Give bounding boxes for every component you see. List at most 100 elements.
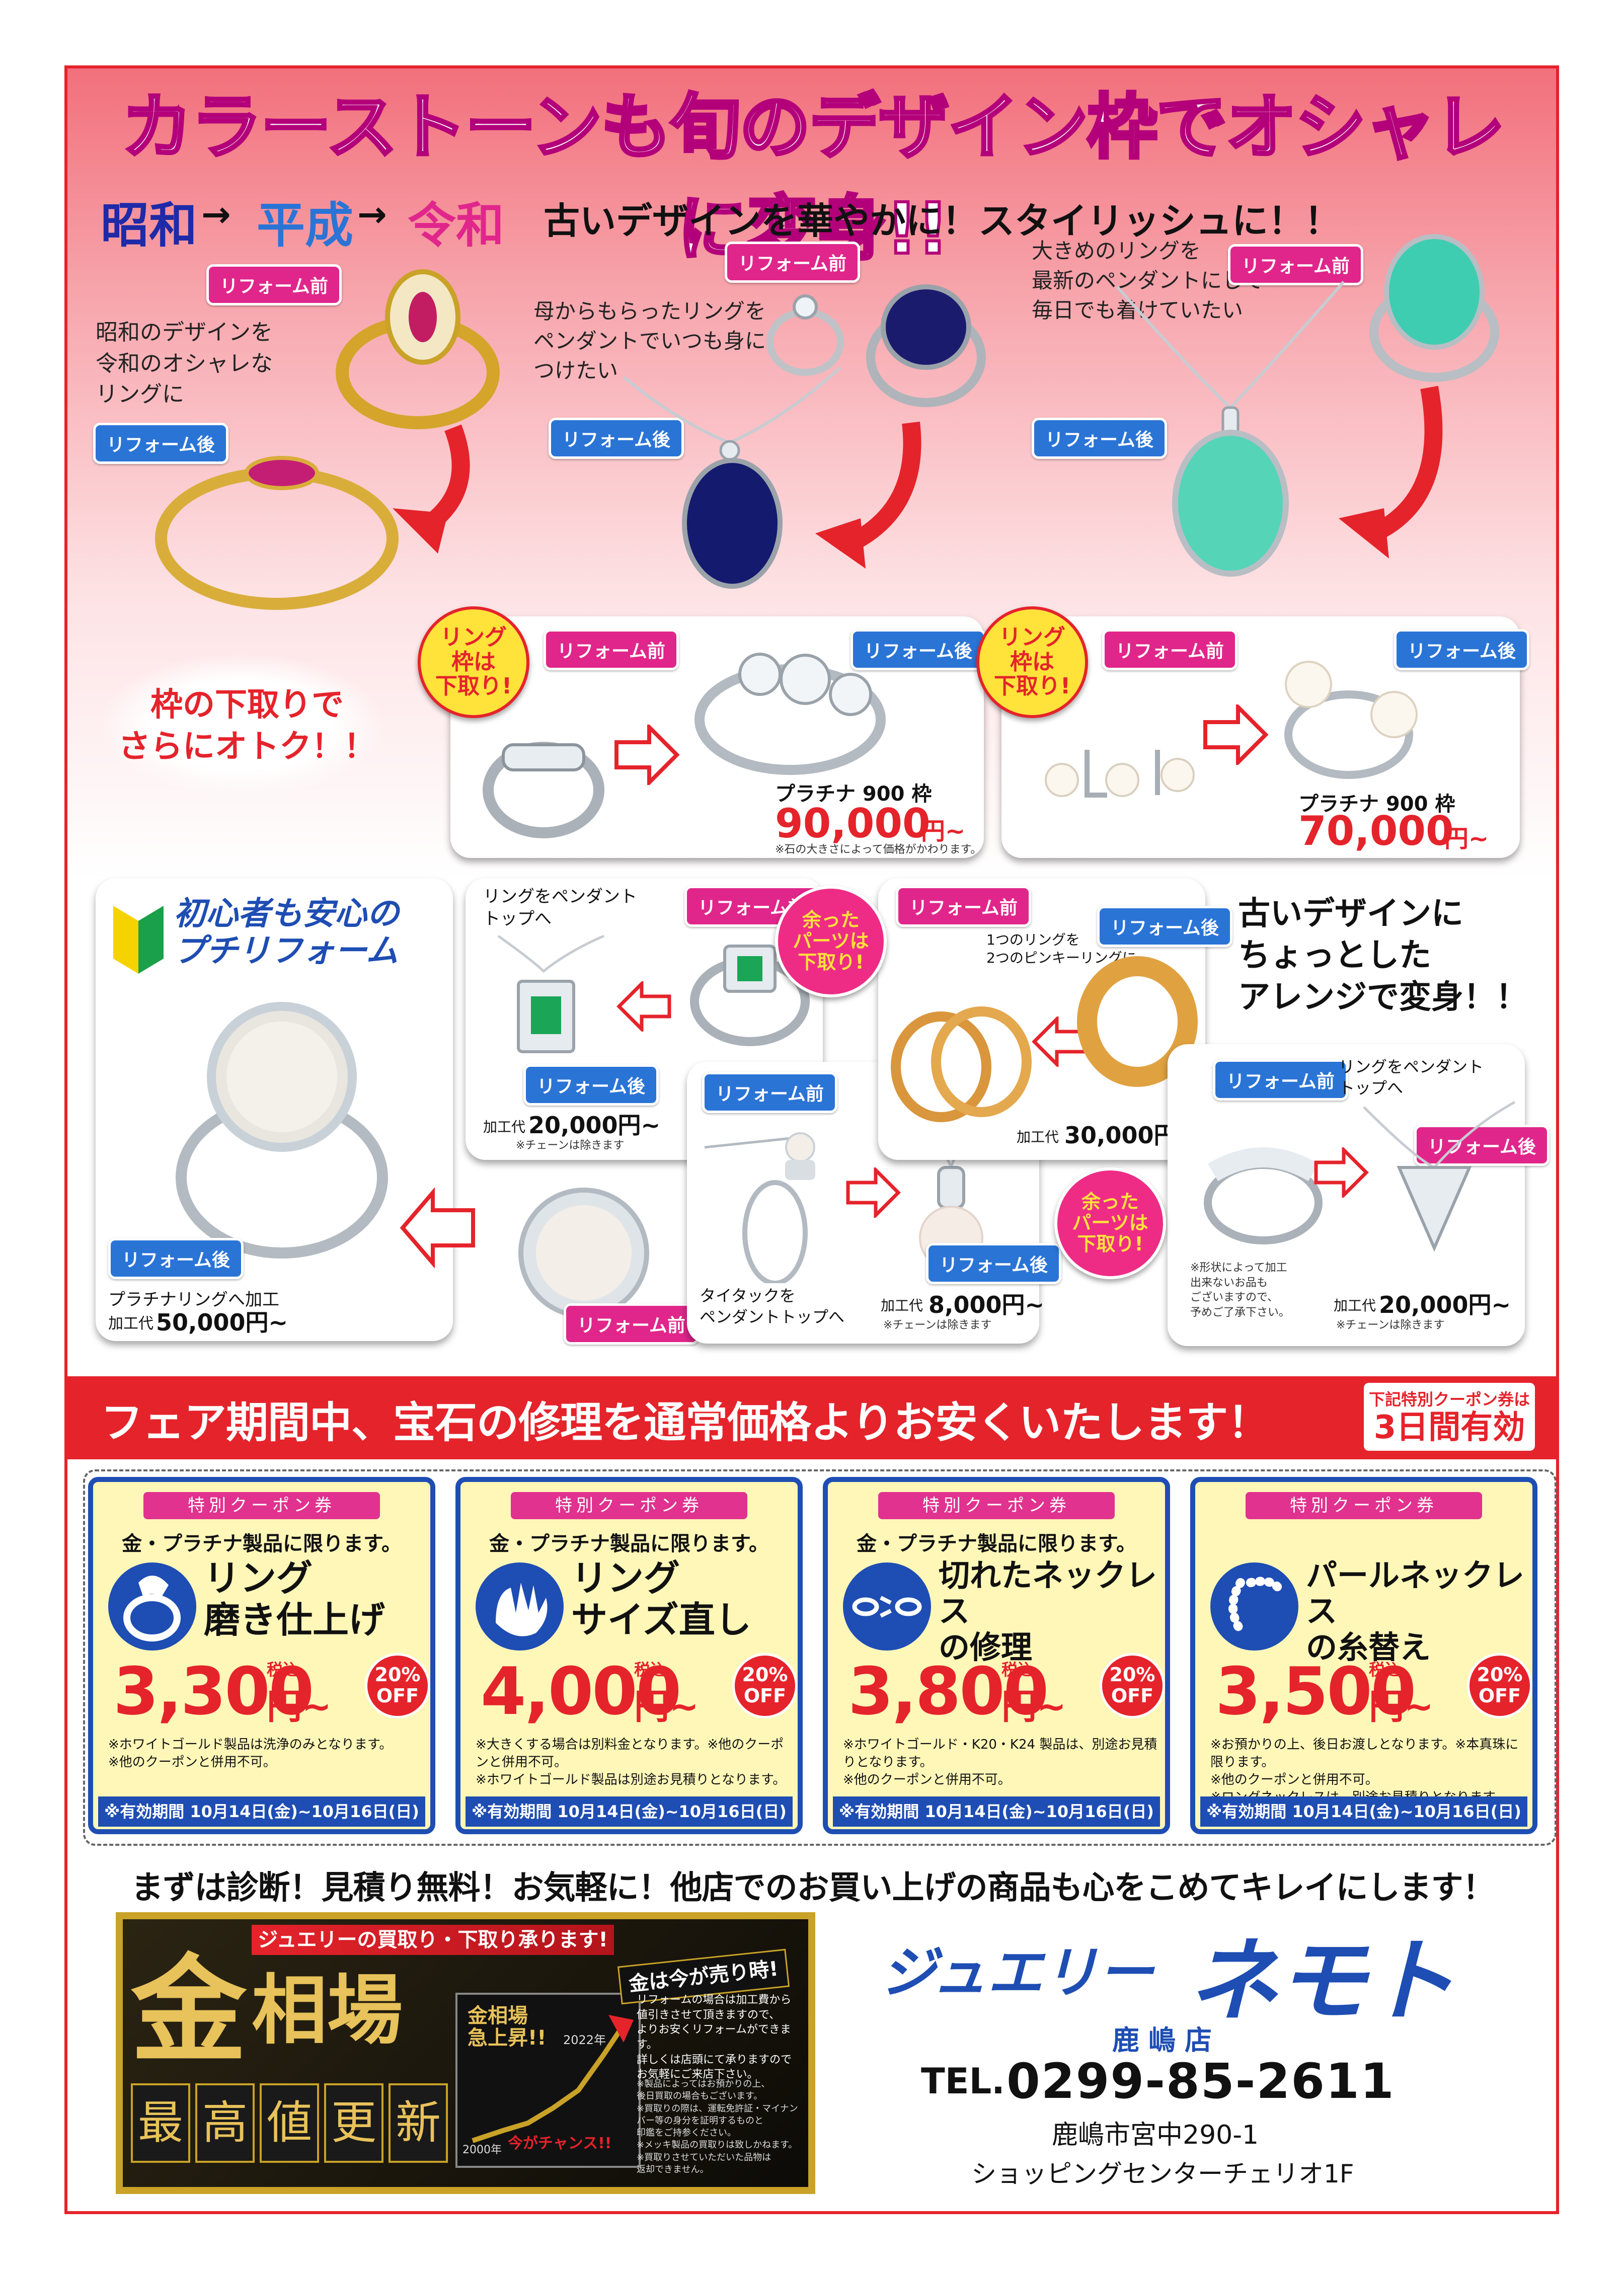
coupon-limit: 金・プラチナ製品に限ります。 — [122, 1532, 402, 1555]
emerald-ring-before-image — [690, 945, 810, 1046]
card1-ring-after-image — [694, 653, 886, 775]
coupon-unit: 円~ — [1001, 1686, 1066, 1727]
coupon-price: 3,300 — [113, 1653, 314, 1730]
pinky-rings-after-image — [891, 1006, 1032, 1122]
promo-glow — [101, 654, 382, 795]
era-heisei: 平成 — [257, 197, 353, 254]
era-arrow-2: → — [357, 194, 387, 235]
record-high-row: 最 高 値 更 新 — [131, 2083, 448, 2163]
coupon-ring-polish[interactable]: 特別クーポン券 金・プラチナ製品に限ります。 リング 磨き仕上げ 3,300 税… — [88, 1477, 435, 1834]
coupon-tax: 税込 — [1001, 1660, 1034, 1679]
card1-label: プラチナ 900 枠 — [775, 782, 932, 806]
caption-2: 母からもらったリングを ペンダントでいつも身に つけたい — [533, 299, 766, 383]
coupon-unit: 円~ — [267, 1686, 332, 1727]
coupon-pearl-restring[interactable]: 特別クーポン券 パールネックレス の糸替え 3,500 税込 円~ 20% OF… — [1190, 1477, 1537, 1834]
coupon-title: 特別クーポン券 — [1246, 1492, 1482, 1519]
tietack-note: ※チェーンは除きます — [883, 1319, 992, 1332]
tietack-tag-after: リフォーム後 — [926, 1243, 1061, 1284]
coupon-tax: 税込 — [634, 1660, 667, 1679]
pendant1-price: 20,000円~ — [528, 1112, 661, 1139]
tietack-title: タイタックを ペンダントトップへ — [700, 1286, 845, 1326]
card2-earrings-before-image — [1045, 750, 1195, 798]
record-char: 新 — [389, 2083, 448, 2163]
coupon-note: ※ホワイトゴールド製品は洗浄のみとなります。 ※他のクーポンと併用不可。 — [108, 1737, 393, 1770]
coupon-title: 特別クーポン券 — [878, 1492, 1115, 1519]
record-char: 更 — [324, 2083, 383, 2163]
caption-1: 昭和のデザインを 令和のオシャレな リングに — [96, 320, 273, 408]
coupon-off-badge: 20% OFF — [1100, 1653, 1165, 1718]
pinky-tag-after: リフォーム後 — [1097, 906, 1232, 947]
shop-tel-prefix: TEL. — [921, 2061, 1005, 2102]
coupon-tax: 税込 — [1369, 1660, 1402, 1679]
sapphire-ring-before-image — [866, 284, 986, 407]
shop-logo-prefix: ジュエリー — [881, 1940, 1154, 2005]
gold-desc: リフォームの場合は加工費から 値引きさせて頂きますので、 よりお安くリフォームが… — [637, 1994, 792, 2081]
gold-souba: 相場 — [252, 1966, 403, 2055]
pearl-earring-before-image — [518, 1188, 649, 1318]
shop-tel[interactable]: 0299-85-2611 — [1007, 2053, 1395, 2109]
tag-after-2: リフォーム後 — [549, 418, 684, 459]
sapphire-pendant-image — [623, 366, 842, 589]
gold-chart-year-end: 2022年 — [563, 2033, 606, 2047]
shop-address: 鹿嶋市宮中290-1 — [1052, 2120, 1259, 2150]
pendant2-shape-note: ※形状によって加工 出来ないお品も ございますので、 予めご了承下さい。 — [1190, 1262, 1290, 1319]
petit-arrow-icon — [400, 1188, 475, 1268]
pendant2-title: リングをペンダント トップへ — [1339, 1057, 1484, 1098]
pendant2-cost-label: 加工代 — [1334, 1297, 1376, 1314]
pinky-arrow-icon — [1032, 1016, 1087, 1067]
coupon-note: ※大きくする場合は別料金となります。※他のクーポンと併用不可。 ※ホワイトゴール… — [476, 1737, 786, 1788]
record-char: 値 — [260, 2083, 319, 2163]
ruby-ring-after-image — [155, 456, 399, 610]
record-char: 高 — [195, 2083, 255, 2163]
red-arrow-1 — [393, 424, 470, 554]
shop-building: ショッピングセンターチェリオ1F — [971, 2159, 1354, 2188]
coupon-off-badge: 20% OFF — [1467, 1653, 1532, 1718]
coupon-valid-box: 下記特別クーポン券は 3日間有効 — [1364, 1383, 1535, 1451]
small-ring-image — [766, 294, 844, 376]
red-arrow-3 — [1339, 385, 1443, 559]
beginner-mark-icon — [113, 906, 164, 974]
tietack-arrow-icon — [846, 1167, 901, 1218]
pearl-ring-image — [176, 1002, 388, 1259]
pendant1-note: ※チェーンは除きます — [516, 1139, 625, 1152]
coupon-price: 3,800 — [848, 1653, 1049, 1730]
coupon-area — [83, 1469, 1557, 1846]
fair-banner-text: フェア期間中、宝石の修理を通常価格よりお安くいたします！ — [101, 1398, 1270, 1447]
tietack-price: 8,000円~ — [929, 1291, 1045, 1318]
badge-frame-trade-in-2: リング 枠は 下取り! — [976, 606, 1088, 718]
card1-ring-before-image — [483, 742, 604, 838]
era-showa: 昭和 — [101, 197, 197, 254]
coupon-name: リング サイズ直し — [571, 1557, 751, 1641]
coupon-necklace-repair[interactable]: 特別クーポン券 金・プラチナ製品に限ります。 切れたネックレス の修理 3,80… — [823, 1477, 1170, 1834]
pendant1-tag-after: リフォーム後 — [523, 1064, 659, 1106]
tietack-cost-label: 加工代 — [881, 1297, 923, 1314]
coupon-tax: 税込 — [267, 1660, 299, 1679]
card2-price: 70,000 — [1298, 808, 1454, 854]
card2-unit: 円~ — [1444, 825, 1489, 853]
gold-chart-year-start: 2000年 — [462, 2144, 502, 2156]
coupon-title: 特別クーポン券 — [143, 1492, 380, 1519]
record-char: 最 — [131, 2083, 190, 2163]
gold-trend-line — [472, 2015, 634, 2143]
pendant2-price: 20,000円~ — [1379, 1291, 1511, 1318]
gold-buy-banner: ジュエリーの買取り・下取り承ります! — [252, 1925, 614, 1955]
tag-after-1: リフォーム後 — [93, 423, 228, 464]
coupon-ring-resize[interactable]: 特別クーポン券 金・プラチナ製品に限ります。 リング サイズ直し 4,000 税… — [455, 1477, 803, 1834]
pinky-ring-before-image — [1077, 956, 1198, 1087]
card1-price: 90,000 — [775, 800, 931, 847]
diamond-pendant-after-image — [1363, 1101, 1516, 1252]
coupon-valid: ※有効期間 10月14日(金)~10月16日(日) — [98, 1796, 425, 1827]
earring-tag-before: リフォーム前 — [564, 1303, 699, 1345]
coupon-unit: 円~ — [1369, 1686, 1434, 1727]
card1-arrow-icon — [614, 725, 679, 785]
headline: カラーストーンも旬のデザイン枠でオシャレに変身!! — [120, 85, 1506, 272]
coupon-price: 3,500 — [1215, 1653, 1416, 1730]
coupon-note: ※ホワイトゴールド・K20・K24 製品は、別途お見積りとなります。 ※他のクー… — [843, 1737, 1157, 1788]
gold-chance-text: 今がチャンス!! — [508, 2135, 612, 2152]
shop-branch: 鹿嶋店 — [1112, 2024, 1221, 2056]
turquoise-pendant-image — [1116, 281, 1345, 577]
tietack-before-image — [704, 1132, 815, 1283]
card2-tag-after: リフォーム後 — [1394, 629, 1529, 670]
badge-frame-trade-in-1: リング 枠は 下取り! — [418, 606, 529, 718]
coupon-off-badge: 20% OFF — [732, 1653, 798, 1718]
